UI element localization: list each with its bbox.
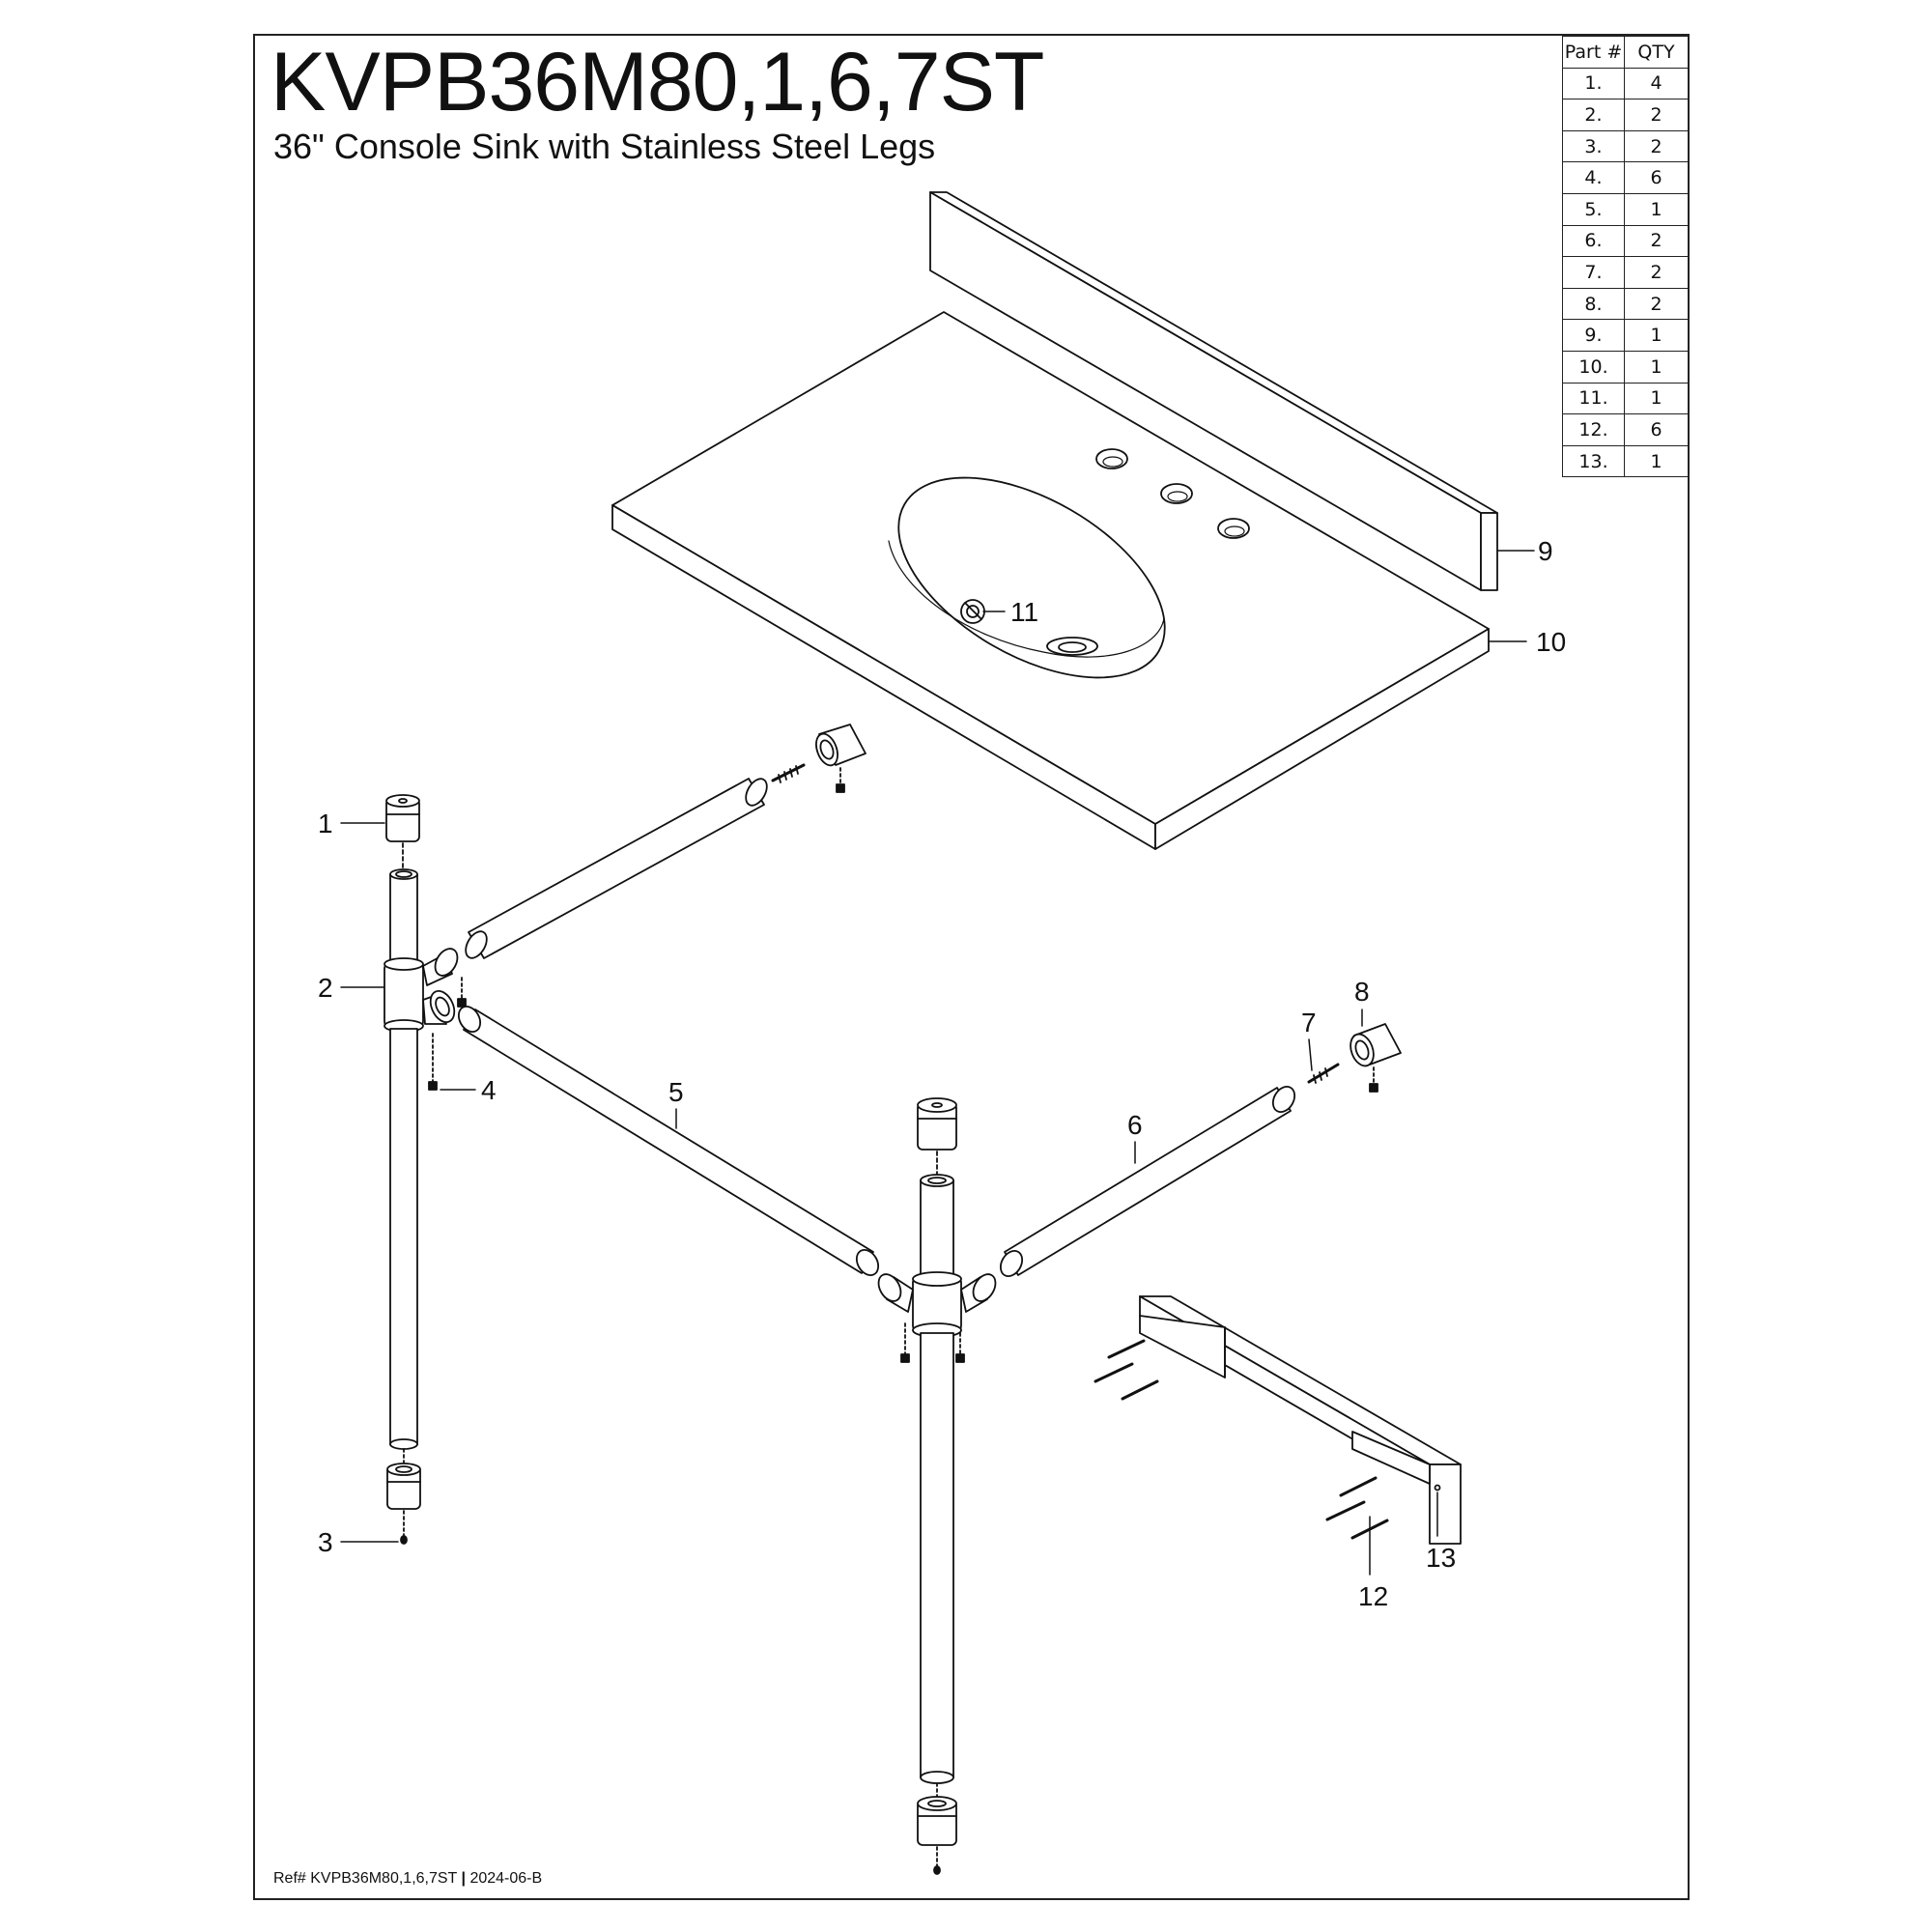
quantity-cell: 1 — [1624, 319, 1689, 352]
callout-10: 10 — [1536, 627, 1566, 657]
parts-table-row: 2.2 — [1562, 99, 1689, 131]
quantity-cell: 1 — [1624, 444, 1689, 478]
callout-1: 1 — [318, 809, 333, 838]
callout-12: 12 — [1358, 1581, 1388, 1611]
mounting-screws-part-12 — [1094, 1339, 1389, 1540]
quantity-header: QTY — [1624, 36, 1689, 69]
part-number-cell: 3. — [1562, 129, 1625, 163]
wall-flange-part-8 — [1350, 1023, 1402, 1093]
part-number-cell: 12. — [1562, 413, 1625, 446]
side-crossbar-part-6 — [999, 1085, 1296, 1278]
part-number-cell: 13. — [1562, 444, 1625, 478]
quantity-cell: 6 — [1624, 161, 1689, 194]
part-number-header: Part # — [1562, 36, 1625, 69]
wall-screw-part-7 — [1307, 1063, 1340, 1084]
parts-table-row: 6.2 — [1562, 224, 1689, 258]
quantity-cell: 2 — [1624, 287, 1689, 321]
front-crossbar-part-5 — [457, 1005, 880, 1277]
backsplash-part-9 — [929, 191, 1498, 591]
right-leg-assembly — [877, 1097, 997, 1875]
parts-table-row: 3.2 — [1562, 129, 1689, 163]
callout-9: 9 — [1538, 536, 1553, 566]
parts-table-header-row: Part # QTY — [1562, 36, 1689, 69]
quantity-cell: 2 — [1624, 129, 1689, 163]
product-subtitle: 36" Console Sink with Stainless Steel Le… — [273, 127, 936, 166]
quantity-cell: 1 — [1624, 350, 1689, 384]
callout-4: 4 — [481, 1075, 497, 1105]
quantity-cell: 2 — [1624, 224, 1689, 258]
footer-reference: Ref# KVPB36M80,1,6,7ST — [273, 1870, 458, 1887]
callout-leader-lines — [340, 550, 1535, 1576]
parts-table-row: 7.2 — [1562, 256, 1689, 289]
drawing-sheet-border — [253, 34, 1690, 1900]
footer-revision: 2024-06-B — [469, 1870, 543, 1887]
quantity-cell: 1 — [1624, 192, 1689, 226]
parts-table-row: 4.6 — [1562, 161, 1689, 194]
part-number-cell: 2. — [1562, 99, 1625, 131]
parts-table-row: 10.1 — [1562, 350, 1689, 384]
parts-table-row: 11.1 — [1562, 382, 1689, 415]
part-number-cell: 6. — [1562, 224, 1625, 258]
model-number-title: KVPB36M80,1,6,7ST — [270, 36, 1044, 128]
part-number-cell: 11. — [1562, 382, 1625, 415]
callout-3: 3 — [318, 1527, 333, 1557]
callout-7: 7 — [1301, 1008, 1317, 1037]
callout-5: 5 — [668, 1077, 684, 1107]
parts-table-row: 8.2 — [1562, 287, 1689, 321]
parts-table-row: 13.1 — [1562, 444, 1689, 478]
parts-table-row: 9.1 — [1562, 319, 1689, 352]
back-crossbar — [465, 724, 867, 959]
callout-13: 13 — [1426, 1543, 1456, 1573]
parts-table-row: 12.6 — [1562, 413, 1689, 446]
overflow-ring-part-11 — [960, 599, 985, 624]
left-leg-assembly — [384, 794, 467, 1545]
callout-8: 8 — [1354, 977, 1370, 1007]
callout-6: 6 — [1127, 1110, 1143, 1140]
part-number-cell: 8. — [1562, 287, 1625, 321]
footer-separator: | — [461, 1870, 466, 1887]
part-number-cell: 9. — [1562, 319, 1625, 352]
part-number-cell: 10. — [1562, 350, 1625, 384]
callout-11: 11 — [1010, 597, 1038, 627]
wall-bracket-part-13 — [1139, 1295, 1462, 1545]
drawing-footer: Ref# KVPB36M80,1,6,7ST | 2024-06-B — [273, 1870, 542, 1888]
vanity-top-part-10 — [611, 311, 1490, 850]
quantity-cell: 2 — [1624, 99, 1689, 131]
callout-2: 2 — [318, 973, 333, 1003]
